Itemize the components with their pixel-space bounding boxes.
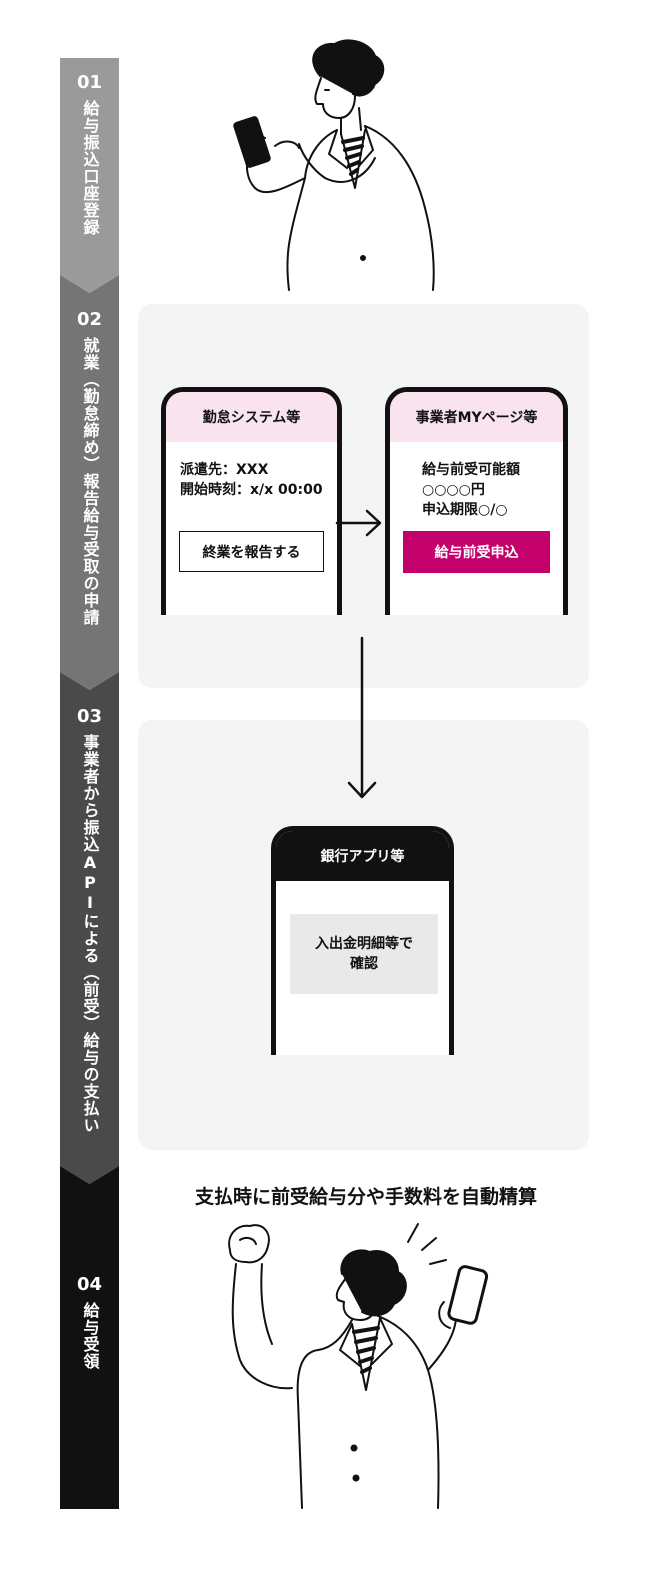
transaction-check-box: 入出金明細等で 確認 (290, 914, 438, 994)
screen-header: 勤怠システム等 (166, 392, 337, 442)
advance-details: 給与前受可能額 ○○○○円 申込期限○/○ (390, 442, 563, 520)
transaction-check-line2: 確認 (350, 956, 378, 972)
step-number: 04 (76, 1274, 103, 1295)
attendance-system-screen: 勤怠システム等 派遣先：XXX 開始時刻：x/x 00:00 終業を報告する (161, 387, 342, 615)
apply-salary-advance-button[interactable]: 給与前受申込 (403, 531, 550, 573)
advance-available-label: 給与前受可能額 (422, 462, 520, 478)
step-label: 事業者から振込APIによる︵前受︶給与の支払い (80, 734, 100, 1134)
report-end-of-work-button[interactable]: 終業を報告する (179, 531, 324, 572)
application-deadline: 申込期限○/○ (422, 502, 508, 518)
bank-app-screen: 銀行アプリ等 入出金明細等で 確認 (271, 826, 454, 1055)
celebrating-person-illustration (228, 1223, 489, 1509)
step-02: 02 就業︵勤怠締め︶報告給与受取の申請 (60, 275, 119, 690)
transaction-check-line1: 入出金明細等で (315, 936, 413, 952)
attendance-details: 派遣先：XXX 開始時刻：x/x 00:00 (166, 442, 337, 500)
step-03: 03 事業者から振込APIによる︵前受︶給与の支払い (60, 672, 119, 1184)
arrow-down-icon (347, 636, 377, 799)
step-number: 02 (76, 309, 103, 330)
screen-header: 銀行アプリ等 (276, 831, 449, 881)
person-with-phone-illustration (233, 39, 435, 291)
step-label: 給与受領 (80, 1302, 100, 1370)
step-label: 給与振込口座登録 (80, 100, 100, 236)
auto-settlement-caption: 支払時に前受給与分や手数料を自動精算 (194, 1186, 537, 1208)
arrow-right-icon (335, 509, 382, 537)
step-label: 就業︵勤怠締め︶報告給与受取の申請 (80, 337, 100, 626)
screen-header: 事業者MYページ等 (390, 392, 563, 442)
mypage-screen: 事業者MYページ等 給与前受可能額 ○○○○円 申込期限○/○ 給与前受申込 (385, 387, 568, 615)
dispatch-destination: 派遣先：XXX (180, 462, 269, 478)
step-number: 03 (76, 706, 103, 727)
step-04: 04 給与受領 (60, 1166, 119, 1509)
advance-available-amount: ○○○○円 (422, 482, 485, 498)
step-number: 01 (76, 72, 103, 93)
step-01: 01 給与振込口座登録 (60, 58, 119, 293)
start-time: 開始時刻：x/x 00:00 (180, 482, 323, 498)
